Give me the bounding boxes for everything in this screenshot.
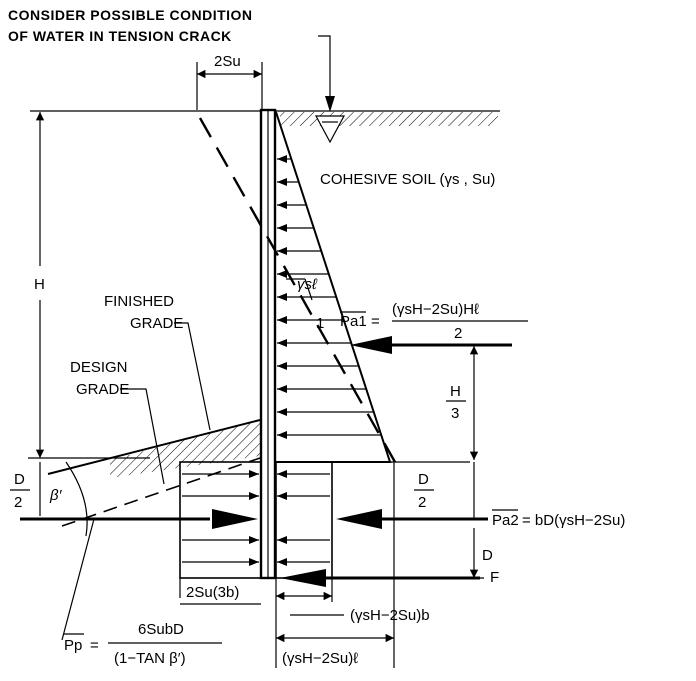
design-grade-label-1: DESIGN: [70, 359, 128, 376]
pp-leader: [61, 518, 95, 641]
slope-label: γsℓ: [297, 276, 318, 293]
dim-h3-den: 3: [451, 405, 459, 422]
pa1-numerator: (γsH−2Su)Hℓ: [392, 301, 479, 318]
pa1-denominator: 2: [454, 325, 462, 342]
passive-pressure-arrows: [182, 470, 259, 566]
pa2-expression: = bD(γsH−2Su): [522, 512, 625, 529]
active-pressure-arrow-head: [277, 339, 287, 347]
design-grade-dashed-line: [61, 457, 261, 527]
finished-grade-line: [47, 419, 261, 475]
slope-tick-vertical: [304, 278, 313, 301]
dim-d-label: D: [482, 547, 493, 564]
pa1-symbol: Pa1: [340, 313, 367, 330]
active-pressure-arrow-head: [277, 385, 287, 393]
active-pressure-arrow-head: [277, 201, 287, 209]
design-grade-label-2: GRADE: [76, 381, 129, 398]
active-total-label: (γsH−2Su)ℓ: [282, 650, 358, 667]
force-f-arrowhead: [280, 569, 326, 587]
active-pressure-arrow-head: [277, 293, 287, 301]
active-pressure-arrow-head: [277, 408, 287, 416]
active-base-arrows: [277, 470, 330, 566]
active-pressure-arrow-head: [277, 431, 287, 439]
pp-numerator: 6SubD: [138, 621, 184, 638]
beta-label: β′: [49, 487, 63, 504]
water-table-marker: [314, 115, 346, 144]
active-base-label: (γsH−2Su)b: [350, 607, 430, 624]
slope-one-label: 1: [316, 315, 324, 332]
active-pressure-arrow-head: [277, 316, 287, 324]
active-base-arrow-head: [277, 492, 287, 500]
tension-crack-arrowhead: [325, 96, 335, 112]
active-base-arrow-head: [277, 470, 287, 478]
pp-equals: =: [90, 637, 99, 654]
active-base-arrow-head: [277, 536, 287, 544]
dim-h-label: H: [34, 276, 45, 293]
finished-grade-label-2: GRADE: [130, 315, 183, 332]
active-pressure-arrow-head: [277, 224, 287, 232]
tension-crack-note-line1: CONSIDER POSSIBLE CONDITION: [8, 7, 253, 23]
ground-hatch-top: [280, 112, 498, 126]
active-pressure-arrows: [277, 155, 382, 439]
pa1-force-arrowhead: [350, 336, 392, 354]
pa2-force-arrowhead: [336, 509, 382, 529]
active-base-arrow-head: [277, 558, 287, 566]
dim-d2-right-num: D: [418, 471, 429, 488]
passive-pressure-arrow-head: [249, 536, 259, 544]
active-pressure-triangle: [275, 111, 392, 463]
pp-symbol: Pp: [64, 637, 82, 654]
tension-crack-note-line2: OF WATER IN TENSION CRACK: [8, 28, 232, 44]
finished-grade-hatch: [110, 420, 260, 478]
pa1-equals: =: [371, 313, 380, 330]
dim-h3-num: H: [450, 383, 461, 400]
active-pressure-arrow-head: [277, 155, 287, 163]
pp-force-arrowhead: [212, 509, 258, 529]
passive-base-label: 2Su(3b): [186, 584, 239, 601]
passive-pressure-arrow-head: [249, 470, 259, 478]
active-pressure-arrow-head: [277, 362, 287, 370]
force-f-label: F: [490, 569, 499, 586]
finished-grade-leader: [174, 322, 211, 431]
active-pressure-arrow-head: [277, 247, 287, 255]
passive-pressure-arrow-head: [249, 492, 259, 500]
dim-2su-label: 2Su: [214, 53, 241, 70]
cohesive-soil-label: COHESIVE SOIL (γs , Su): [320, 171, 495, 188]
dim-d2-left-den: 2: [14, 494, 22, 511]
pp-denominator: (1−TAN β′): [114, 650, 186, 667]
dim-d2-right-den: 2: [418, 494, 426, 511]
active-pressure-arrow-head: [277, 270, 287, 278]
tension-crack-leader: [318, 35, 331, 104]
active-pressure-arrow-head: [277, 178, 287, 186]
dim-d2-left-num: D: [14, 471, 25, 488]
passive-pressure-arrow-head: [249, 558, 259, 566]
pa2-symbol: Pa2: [492, 512, 519, 529]
finished-grade-label-1: FINISHED: [104, 293, 174, 310]
beta-angle-arc: [65, 461, 88, 537]
